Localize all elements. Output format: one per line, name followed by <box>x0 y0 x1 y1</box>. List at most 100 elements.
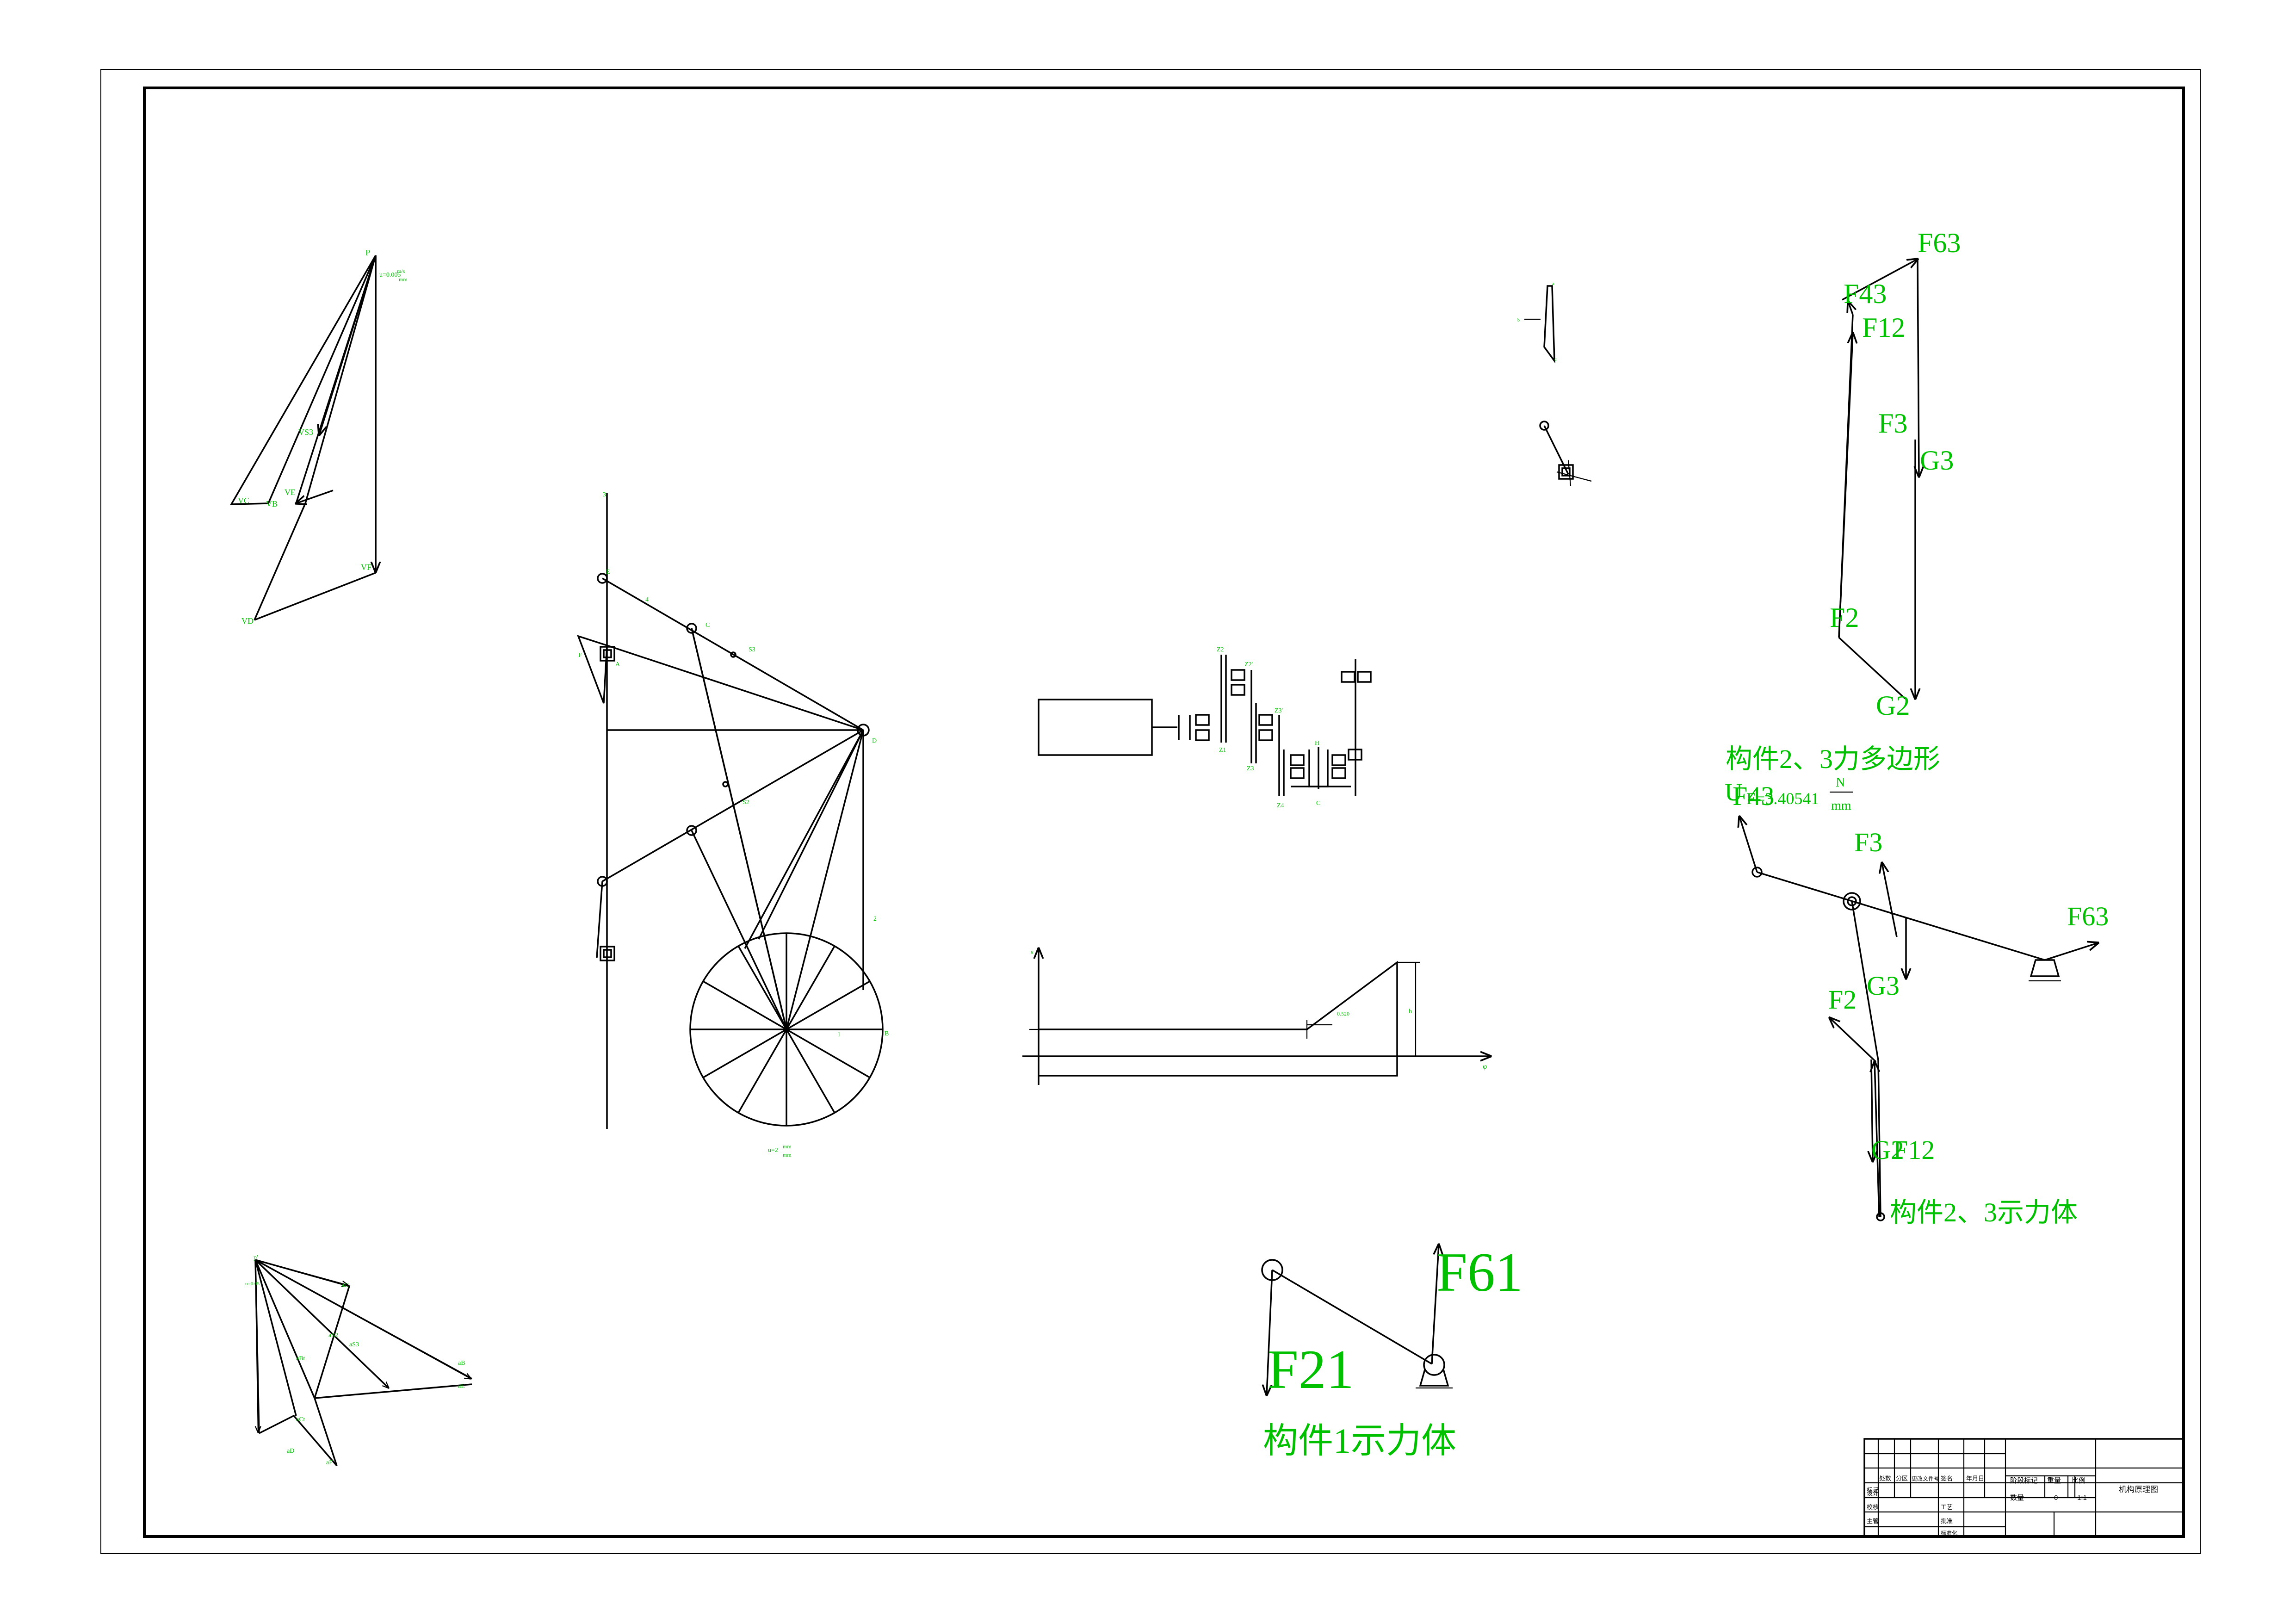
small-label-c: c <box>1554 357 1557 362</box>
velocity-polygon: P u=0.005 m/s mm VC VB VE VS3 VF VD <box>229 248 408 626</box>
tb-zone: 分区 <box>1896 1475 1908 1482</box>
tb-stage-mark: 阶段标记 <box>2010 1477 2038 1485</box>
fb1-label-f61: F61 <box>1436 1241 1523 1303</box>
crank-spoke <box>737 945 787 1030</box>
mechanism-scale-num: mm <box>783 1143 792 1150</box>
label-z3-prime: Z3' <box>1275 707 1283 714</box>
free-body-23-caption: 构件2、3示力体 <box>1890 1197 2078 1227</box>
label-d: D <box>872 737 877 744</box>
label-ac: aC <box>341 1282 349 1289</box>
cam-y-label: s <box>1031 949 1033 956</box>
tb-date: 年月日 <box>1966 1475 1984 1482</box>
crank-spoke <box>702 980 787 1030</box>
tb-design: 设计 <box>1867 1490 1879 1497</box>
label-f: F <box>578 652 582 659</box>
tb-count: 处数 <box>1879 1475 1891 1482</box>
fp-scale-value: F=3.40541 <box>1746 789 1819 808</box>
tb-quantity: 数量 <box>2010 1494 2024 1502</box>
crank-spoke <box>702 1028 787 1078</box>
tb-standardize: 标准化 <box>1941 1530 1957 1536</box>
velocity-scale: u=0.005 <box>379 272 401 279</box>
label-vf: VF <box>361 563 371 572</box>
small-label-b: b <box>1517 318 1520 323</box>
fb23-label-f3: F3 <box>1854 827 1882 857</box>
label-vs3: VS3 <box>298 427 313 437</box>
fb1-label-f21: F21 <box>1268 1338 1354 1400</box>
crank-spoke <box>786 1029 835 1114</box>
label-z4: Z4 <box>1277 802 1284 809</box>
tb-approve: 批准 <box>1941 1518 1953 1524</box>
label-ve: VE <box>285 488 296 497</box>
label-3: 4 <box>645 596 649 603</box>
label-p: P <box>365 248 370 257</box>
label-a: A <box>615 661 620 668</box>
label-s2: S2 <box>743 799 749 806</box>
force-polygon-caption: 构件2、3力多边形 <box>1726 744 1940 774</box>
tb-scale-label: 比例 <box>2072 1477 2086 1485</box>
label-b: B <box>885 1030 889 1037</box>
fp-label-g3: G3 <box>1920 445 1954 476</box>
crank-spoke <box>786 1028 871 1078</box>
tb-process: 工艺 <box>1941 1504 1953 1511</box>
fb23-label-f63: F63 <box>2067 901 2109 931</box>
fb23-label-g2: G2 <box>1871 1135 1904 1165</box>
label-vd: VD <box>241 616 254 626</box>
linkage-mechanism: 3 E 4 C S3 D S2 A F 2 B 1 u=2 mm mm <box>577 491 889 1158</box>
free-body-1-caption: 构件1示力体 <box>1263 1422 1456 1461</box>
label-p-prime: p' <box>254 1254 258 1261</box>
label-z2-prime: Z2' <box>1244 661 1253 668</box>
fp-label-f63: F63 <box>1918 228 1961 258</box>
tb-signature: 签名 <box>1941 1475 1953 1482</box>
label-vb: VB <box>266 499 278 508</box>
outer-border <box>100 69 2201 1554</box>
cam-x-label: φ <box>1483 1063 1487 1071</box>
small-label-a: a <box>1552 281 1554 286</box>
velocity-scale-den: mm <box>399 276 408 283</box>
force-polygon: F63 F43 F12 F3 G3 F2 G2 构件2、3力多边形 U F=3.… <box>1725 228 1961 813</box>
fp-label-g2: G2 <box>1876 690 1910 721</box>
label-ae: aE <box>458 1383 465 1390</box>
title-block: 标记 处数 分区 更改文件号 签名 年月日 设计 校核 主管 工艺 批准 标准化… <box>1863 1438 2185 1537</box>
fp-label-f43: F43 <box>1844 279 1887 309</box>
gear-train: Z2 Z2' Z1 Z3' Z3 Z4 H C <box>1038 646 1372 809</box>
label-act: aCt <box>296 1416 305 1423</box>
label-z2: Z2 <box>1217 646 1224 653</box>
fp-scale-prefix: U <box>1725 778 1743 806</box>
tb-change-doc: 更改文件号 <box>1912 1475 1939 1482</box>
acceleration-polygon: p' u=0.05 aC aB aE aS2 aS3 aBt aD aF aCt <box>245 1254 472 1467</box>
fb23-label-f43: F43 <box>1733 781 1774 811</box>
label-e: E <box>606 569 610 576</box>
tb-scale-value: 1:1 <box>2077 1494 2087 1502</box>
label-ab: aB <box>458 1360 465 1367</box>
crank-spoke <box>786 945 835 1030</box>
label-h: H <box>1315 740 1319 747</box>
free-body-member-1: F21 F61 构件1示力体 <box>1261 1241 1523 1461</box>
fb23-label-f12: F12 <box>1893 1135 1935 1165</box>
label-ad: aD <box>287 1448 294 1455</box>
fp-label-f12: F12 <box>1862 312 1905 343</box>
label-abt: aBt <box>296 1355 305 1362</box>
crank-spoke <box>786 980 871 1030</box>
crank-spoke <box>737 1029 787 1114</box>
tb-check: 校核 <box>1867 1504 1879 1511</box>
mechanism-scale-den: mm <box>783 1152 792 1158</box>
label-as3: aS3 <box>349 1341 359 1348</box>
fp-label-f3: F3 <box>1878 408 1907 439</box>
tb-mark: 标记 <box>1867 1487 1879 1493</box>
label-as2: aS2 <box>328 1332 338 1339</box>
tb-quantity-value: 0 <box>2054 1494 2058 1502</box>
cam-dim-label: h <box>1409 1008 1412 1015</box>
label-c: C <box>706 622 710 629</box>
label-z1: Z1 <box>1219 747 1226 754</box>
label-z3: Z3 <box>1247 765 1254 772</box>
label-1: 1 <box>837 1031 841 1038</box>
drawing-frame <box>143 87 2185 1538</box>
small-velocity-diagram: a b c <box>1517 281 1592 486</box>
accel-scale: u=0.05 <box>245 1281 260 1287</box>
cam-angle-label: 0.520 <box>1337 1010 1349 1017</box>
label-vc: VC <box>238 496 249 505</box>
velocity-scale-num: m/s <box>397 268 405 274</box>
mechanism-scale: u=2 <box>768 1147 778 1154</box>
fb23-label-g3: G3 <box>1867 971 1900 1001</box>
